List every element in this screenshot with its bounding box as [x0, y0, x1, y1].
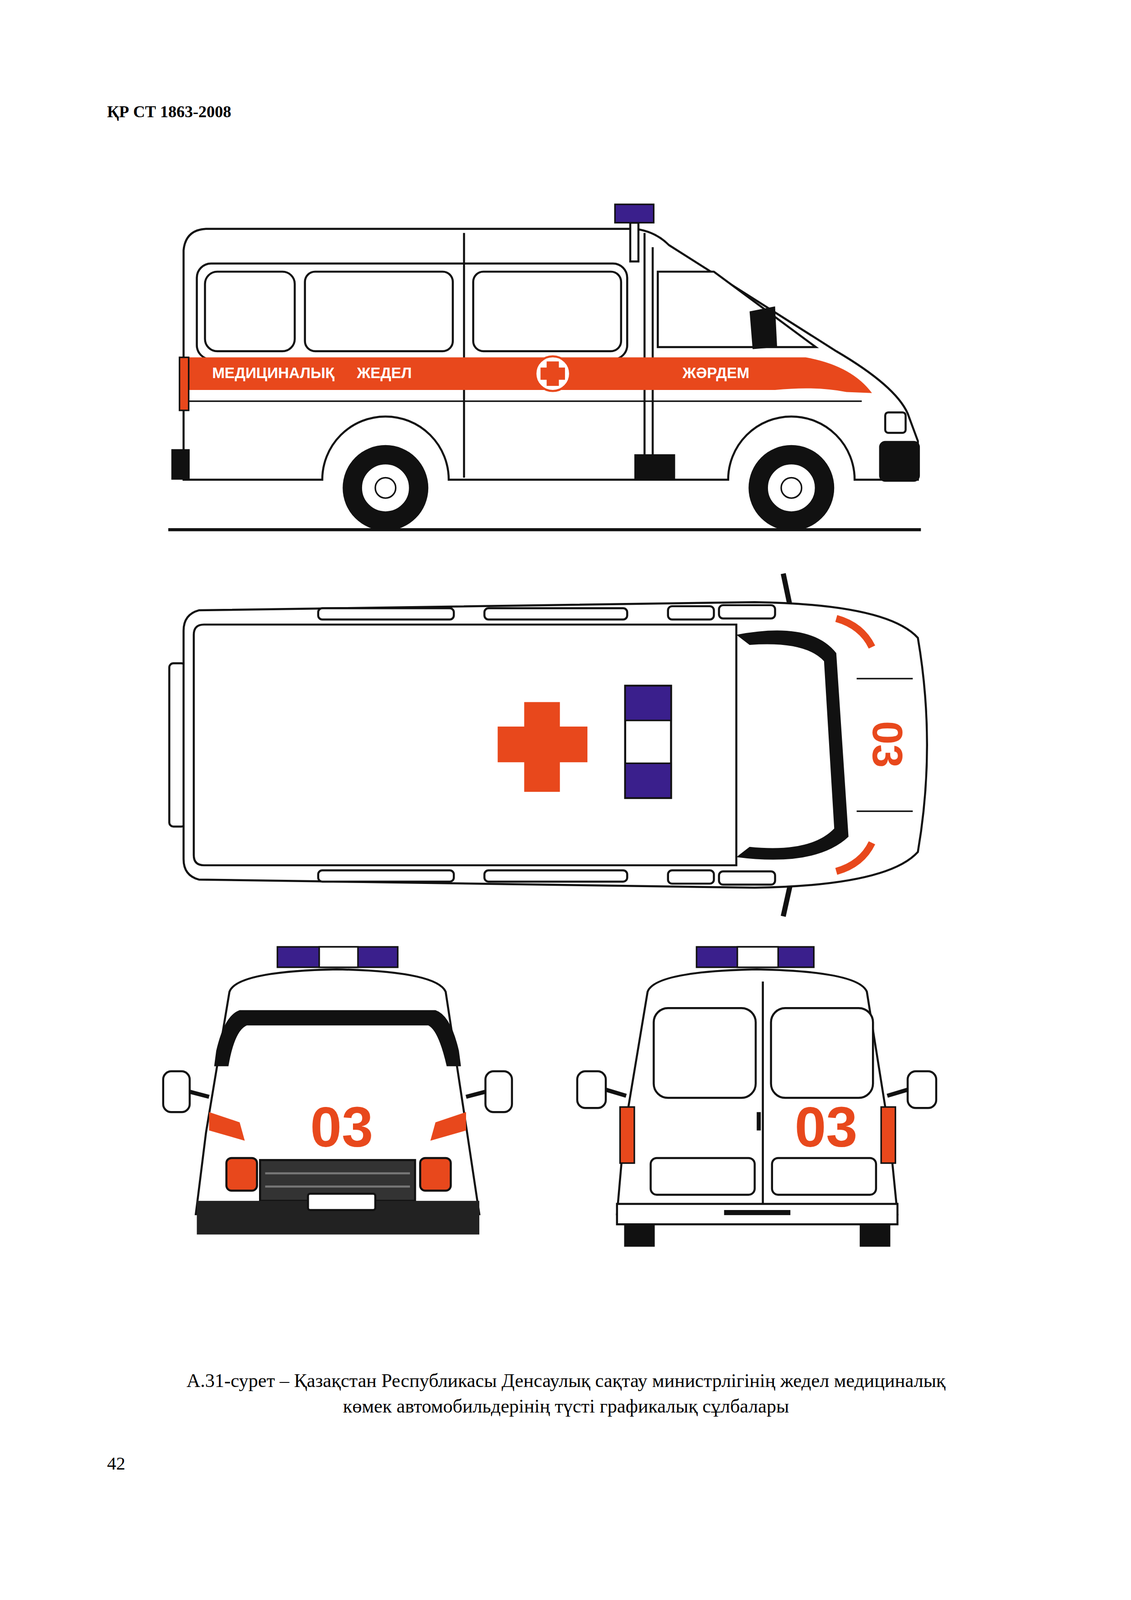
orange-mark	[836, 618, 872, 648]
mirror-arm	[466, 1091, 486, 1097]
door-line	[643, 233, 646, 478]
wheel-hub	[781, 477, 802, 499]
headlight	[226, 1157, 257, 1191]
side-window	[318, 870, 454, 882]
orange-stripe	[186, 357, 872, 393]
mirror	[485, 1071, 512, 1112]
front-view	[163, 969, 513, 1235]
rear-bumper	[171, 449, 190, 480]
stripe-lettering: ЖӘРДЕМ	[682, 364, 750, 383]
orange-mark	[208, 1111, 245, 1141]
stripe-lettering: МЕДИЦИНАЛЫҚ ЖЕДЕЛ	[212, 364, 412, 383]
side-window	[484, 870, 628, 882]
tail-light	[881, 1106, 896, 1163]
side-window	[719, 871, 776, 885]
beacon-pole	[630, 222, 639, 262]
page-number: 42	[107, 1452, 126, 1475]
side-view	[168, 204, 921, 531]
door-window	[771, 1007, 874, 1098]
beacon	[277, 946, 398, 968]
emergency-number: 03	[861, 721, 913, 768]
body-outline	[195, 969, 480, 1215]
roundel-cross	[540, 367, 566, 380]
roof-outline	[193, 624, 737, 866]
standard-number: ҚР СТ 1863-2008	[107, 102, 232, 122]
door-handle	[756, 1111, 761, 1131]
roof-beacons	[277, 946, 814, 968]
ground-line	[168, 528, 921, 532]
body-outline	[183, 228, 919, 480]
front-bumper	[879, 440, 920, 482]
hood-line	[856, 677, 913, 680]
body-outline	[617, 969, 898, 1215]
cross-roundel	[535, 356, 571, 391]
door-window	[657, 271, 816, 348]
body-outline	[183, 601, 928, 888]
tail-light	[620, 1106, 635, 1163]
rear-step	[724, 1209, 791, 1215]
door-window	[653, 1007, 756, 1098]
top-view	[169, 573, 928, 917]
side-window	[305, 271, 453, 352]
hood-line	[856, 810, 913, 812]
side-window	[484, 608, 628, 620]
wheel-hub	[375, 477, 396, 499]
number-plate	[307, 1193, 376, 1210]
body-line	[186, 400, 862, 402]
orange-mark	[430, 1111, 467, 1141]
mirror	[163, 1071, 190, 1112]
side-window	[668, 606, 715, 620]
bumper	[617, 1203, 898, 1225]
door-panel	[650, 1157, 755, 1195]
headlight	[885, 412, 906, 433]
windshield	[736, 630, 849, 860]
side-window	[719, 605, 776, 619]
wheel	[624, 1222, 655, 1247]
mirror	[577, 1071, 607, 1109]
red-cross	[523, 701, 560, 792]
door-split	[761, 981, 764, 1206]
window-band	[197, 263, 628, 360]
door-panel	[772, 1157, 877, 1195]
beacon	[625, 685, 672, 799]
wheel	[859, 1222, 891, 1247]
mirror-arm	[189, 1091, 209, 1097]
beacon-lamp	[625, 685, 672, 721]
mirror-arm	[887, 1089, 908, 1096]
wheel-rim	[767, 463, 816, 513]
door-line	[462, 233, 465, 478]
side-window	[204, 271, 295, 352]
emergency-number: 03	[794, 1093, 858, 1162]
rear-view	[577, 969, 937, 1247]
side-window	[668, 870, 715, 884]
wheel	[748, 445, 835, 531]
beacon-lamp	[625, 762, 672, 798]
grille-bar	[264, 1172, 410, 1174]
side-window	[318, 608, 454, 620]
beacon	[696, 946, 814, 968]
tail-light	[179, 357, 189, 410]
figure-caption: А.31-сурет – Қазақстан Республикасы Денс…	[164, 1367, 968, 1419]
wheel-rim	[361, 463, 410, 513]
mirror	[907, 1071, 937, 1109]
orange-mark	[836, 842, 872, 872]
emergency-number: 03	[310, 1093, 374, 1162]
grille-bar	[264, 1185, 410, 1188]
windshield-frame	[214, 1010, 462, 1067]
side-mirror	[749, 306, 778, 350]
beacon-white	[319, 946, 358, 968]
beacon-white	[737, 946, 779, 968]
headlight	[420, 1157, 451, 1191]
side-window	[473, 271, 622, 352]
door-sill	[634, 454, 675, 480]
mirror-arm	[605, 1089, 627, 1096]
wheel	[342, 445, 429, 531]
beacon	[614, 204, 654, 223]
